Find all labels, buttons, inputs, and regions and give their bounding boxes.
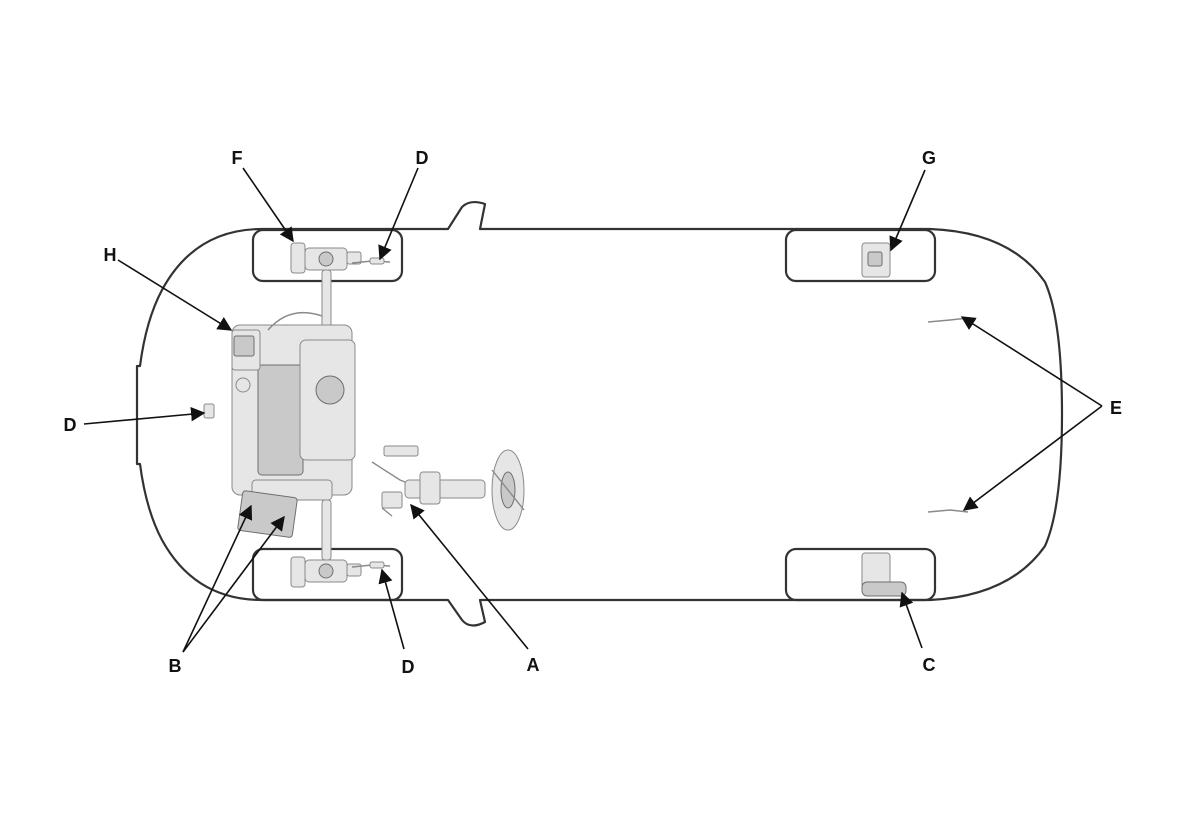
- rear-left-wheel-well: [784, 228, 937, 283]
- leader-h: [117, 259, 233, 331]
- steering-wheel-icon: [491, 449, 525, 531]
- leader-e-lower: [962, 405, 1103, 511]
- leader-g: [889, 169, 926, 252]
- leader-b-2: [182, 515, 285, 653]
- callout-a: A: [527, 655, 540, 675]
- callout-leaders: [83, 167, 1103, 653]
- callout-d-bottom: D: [402, 657, 415, 677]
- rear-left-wheel-sensor: [927, 317, 969, 323]
- pedal-assembly: [371, 445, 421, 517]
- leader-d-left: [83, 407, 206, 425]
- leader-d-bottom: [378, 568, 405, 650]
- leader-a: [410, 503, 529, 650]
- front-bumper-sensor: [203, 403, 215, 419]
- steering-column: [404, 471, 486, 505]
- front-right-hub-assembly: [290, 556, 362, 588]
- rear-right-wheel-sensor: [927, 509, 969, 513]
- callout-labels: F D G H D E B D A C: [64, 148, 1123, 677]
- leader-c: [899, 591, 923, 649]
- leader-e-upper: [960, 316, 1103, 407]
- callout-f: F: [232, 148, 243, 168]
- callout-e: E: [1110, 398, 1122, 418]
- callout-g: G: [922, 148, 936, 168]
- callout-b: B: [169, 656, 182, 676]
- engine-assembly: [231, 312, 356, 501]
- front-right-wheel-sensor: [351, 561, 391, 569]
- rear-left-hub-assembly: [861, 242, 891, 278]
- drive-shaft: [321, 269, 332, 561]
- rear-right-wheel-well: [784, 547, 937, 602]
- leader-d-top: [378, 167, 419, 261]
- leader-b-1: [182, 504, 253, 653]
- leader-f: [242, 167, 294, 243]
- rear-right-hub-assembly: [861, 552, 907, 597]
- callout-c: C: [923, 655, 936, 675]
- front-left-hub-assembly: [290, 242, 362, 274]
- callout-d-top: D: [416, 148, 429, 168]
- callout-h: H: [104, 245, 117, 265]
- callout-d-left: D: [64, 415, 77, 435]
